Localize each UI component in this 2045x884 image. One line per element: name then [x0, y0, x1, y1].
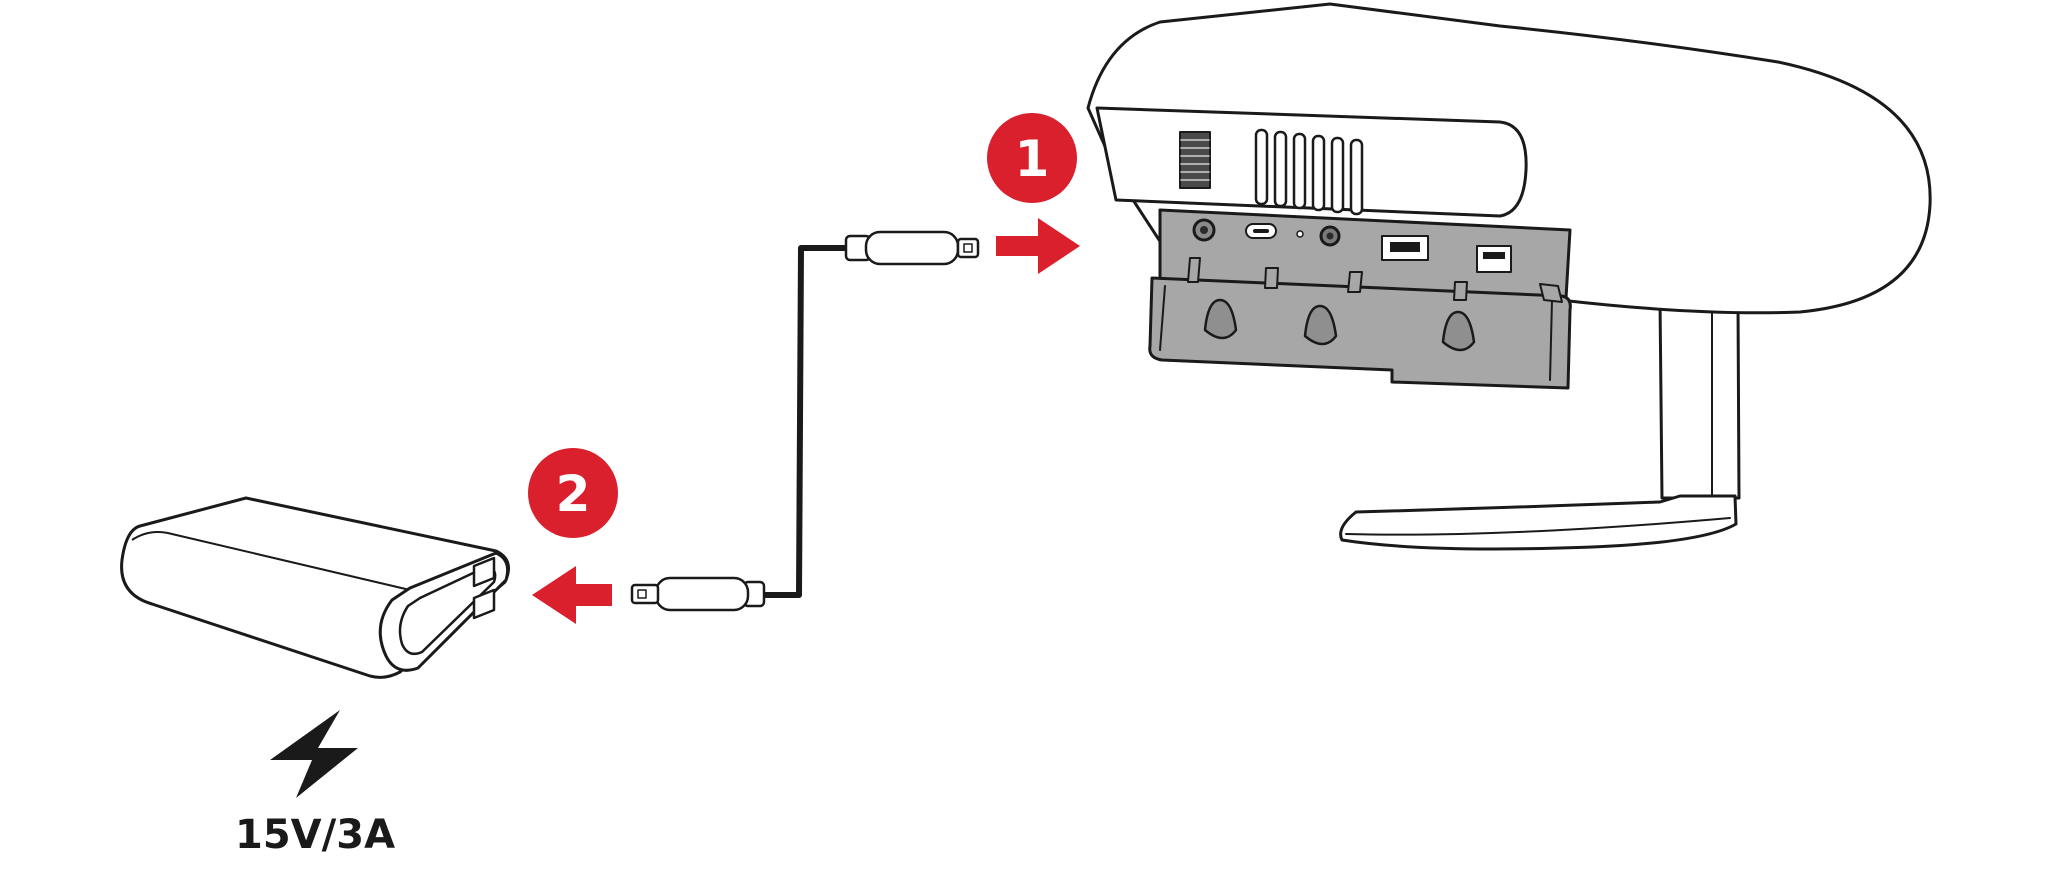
right-arrow-icon [996, 218, 1080, 274]
cable-connector-power-bank [630, 576, 766, 612]
reset-hole [1296, 230, 1304, 238]
left-arrow-icon [532, 566, 612, 624]
step-1-number: 1 [1015, 130, 1050, 188]
cable-connector-projector [844, 230, 980, 266]
focus-wheel [1179, 131, 1211, 189]
power-bank [120, 496, 510, 679]
projector [1086, 2, 1932, 551]
power-spec-label: 15V/3A [235, 812, 395, 858]
projector-ports [1192, 218, 1512, 273]
step-2-marker: 2 [528, 448, 618, 624]
step-1-marker: 1 [987, 113, 1080, 274]
cable-wire [762, 245, 850, 598]
port-cover-flap [1148, 276, 1572, 390]
projector-stand-column [1658, 298, 1741, 500]
usb-cable [630, 230, 980, 612]
power-bank-usb-ports [472, 556, 496, 620]
vent-grille [1254, 128, 1364, 216]
power-spec: 15V/3A [235, 710, 395, 858]
step-2-number: 2 [556, 465, 591, 523]
step-2-badge [528, 448, 618, 538]
projector-front-plate [1095, 106, 1528, 218]
step-1-badge [987, 113, 1077, 203]
lightning-bolt-icon [270, 710, 358, 798]
projector-stand-base [1339, 494, 1738, 551]
flap-feet [1203, 298, 1476, 352]
flap-hinges [1187, 257, 1563, 303]
